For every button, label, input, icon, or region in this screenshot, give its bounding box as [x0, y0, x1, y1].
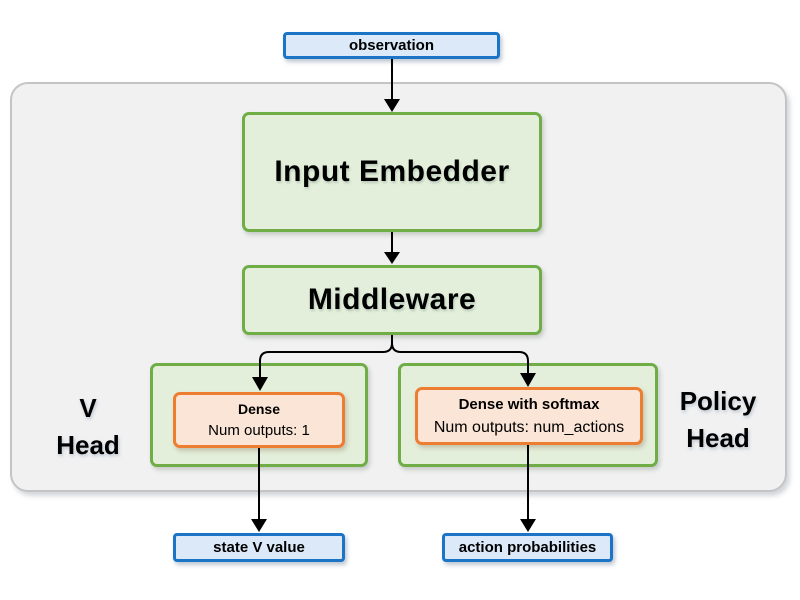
node-observation: observation — [283, 32, 500, 59]
v-head-dense-node: Dense Num outputs: 1 — [173, 392, 345, 448]
node-input-embedder: Input Embedder — [242, 112, 542, 232]
policy-head-dense-subtitle: Num outputs: num_actions — [433, 419, 625, 436]
v-head-label-line2: Head — [56, 430, 120, 460]
node-state-v-value-label: state V value — [213, 539, 305, 556]
policy-head-dense-node: Dense with softmax Num outputs: num_acti… — [415, 387, 643, 445]
v-head-dense-title: Dense — [237, 401, 281, 417]
v-head-label: V Head — [30, 390, 146, 464]
node-action-probabilities: action probabilities — [442, 533, 613, 562]
policy-head-label-line2: Head — [686, 423, 750, 453]
v-head-label-line1: V — [79, 393, 97, 423]
node-observation-label: observation — [348, 37, 435, 54]
v-head-dense-subtitle: Num outputs: 1 — [208, 422, 310, 439]
policy-head-dense-title: Dense with softmax — [458, 396, 600, 413]
node-input-embedder-label: Input Embedder — [274, 155, 510, 188]
policy-head-label-line1: Policy — [679, 386, 757, 416]
node-middleware-label: Middleware — [307, 283, 477, 316]
policy-head-label: Policy Head — [660, 383, 776, 457]
node-state-v-value: state V value — [173, 533, 345, 562]
node-middleware: Middleware — [242, 265, 542, 335]
node-action-probabilities-label: action probabilities — [458, 539, 597, 556]
